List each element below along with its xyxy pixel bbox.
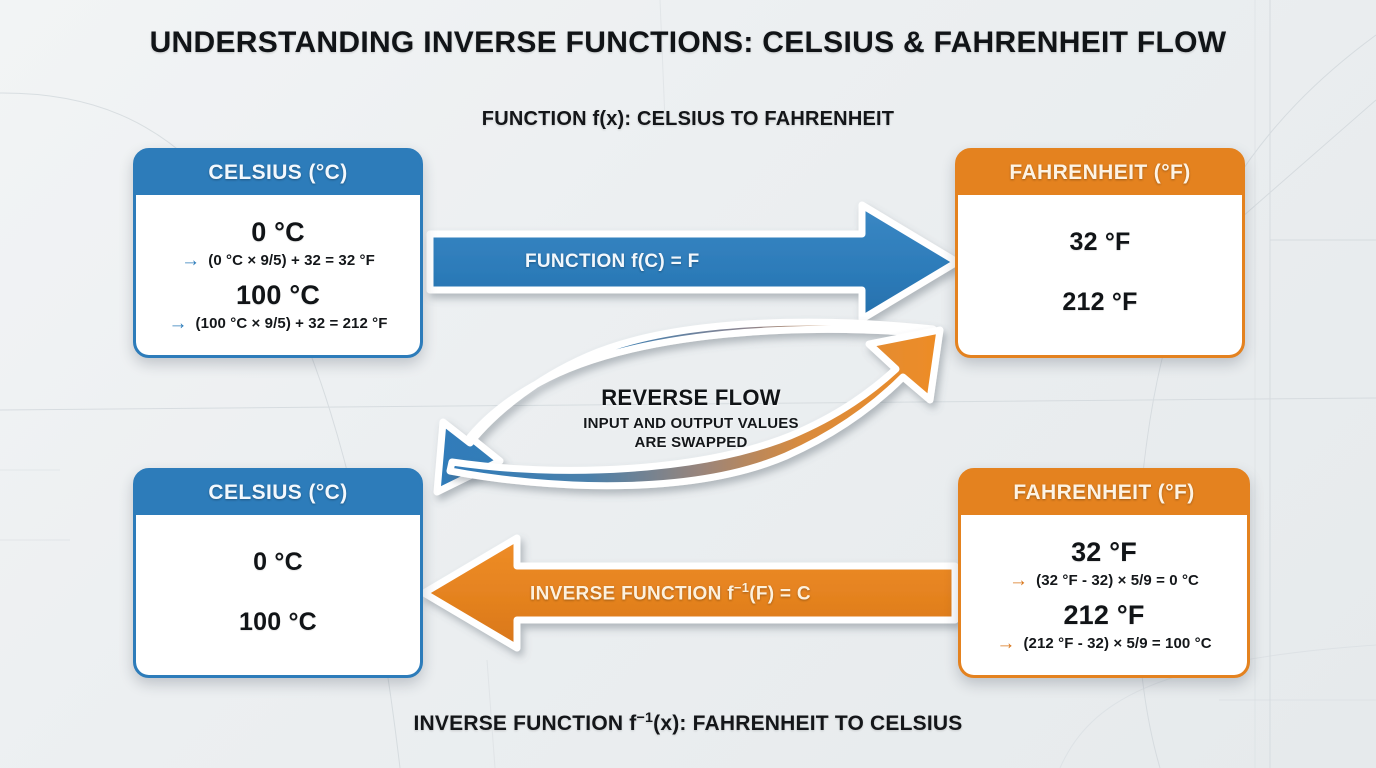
inverse-section-caption: INVERSE FUNCTION f−1(x): FAHRENHEIT TO C…	[0, 710, 1376, 736]
reverse-flow-title: REVERSE FLOW	[601, 385, 781, 410]
arrow-right-icon: →	[1008, 570, 1029, 591]
reverse-flow-line2: ARE SWAPPED	[634, 433, 748, 451]
card-header-celsius-bottom: CELSIUS (°C)	[136, 471, 420, 515]
temperature-value: 212 °F	[1062, 288, 1138, 317]
card-celsius-input[interactable]: CELSIUS (°C) 0 °C → (0 °C × 9/5) + 32 = …	[133, 148, 423, 358]
temperature-value: 100 °C	[235, 280, 321, 310]
formula-text: (32 °F - 32) × 5/9 = 0 °C	[1036, 572, 1199, 589]
card-fahrenheit-input[interactable]: FAHRENHEIT (°F) 32 °F → (32 °F - 32) × 5…	[958, 468, 1250, 678]
temperature-value: 32 °F	[1069, 228, 1131, 257]
list-item: 0 °C	[146, 548, 410, 578]
temperature-value: 100 °C	[239, 608, 317, 637]
conversion-formula: → (0 °C × 9/5) + 32 = 32 °F	[146, 251, 410, 270]
forward-arrow-label: FUNCTION f(C) = F	[525, 251, 700, 272]
inverse-arrow-label: INVERSE FUNCTION f−1(F) = C	[530, 580, 811, 605]
arrow-right-icon: →	[181, 250, 201, 271]
inverse-label-pre: INVERSE FUNCTION f	[530, 583, 734, 605]
list-item: 0 °C → (0 °C × 9/5) + 32 = 32 °F	[146, 217, 410, 270]
reverse-flow-line1: INPUT AND OUTPUT VALUES	[583, 415, 799, 432]
conversion-formula: → (212 °F - 32) × 5/9 = 100 °C	[971, 634, 1237, 653]
temperature-value: 212 °F	[1063, 600, 1145, 630]
inverse-label-post: (F) = C	[749, 583, 811, 605]
formula-text: (100 °C × 9/5) + 32 = 212 °F	[195, 314, 388, 332]
card-body-celsius-top: 0 °C → (0 °C × 9/5) + 32 = 32 °F 100 °C …	[136, 195, 420, 355]
arrow-right-icon: →	[996, 632, 1016, 654]
inverse-label-superscript: −1	[733, 580, 750, 595]
formula-text: (212 °F - 32) × 5/9 = 100 °C	[1023, 634, 1212, 652]
list-item: 32 °F → (32 °F - 32) × 5/9 = 0 °C	[971, 537, 1237, 590]
card-body-fahrenheit-bottom: 32 °F → (32 °F - 32) × 5/9 = 0 °C 212 °F…	[961, 515, 1247, 675]
caption-post: (x): FAHRENHEIT TO CELSIUS	[653, 712, 963, 735]
card-body-fahrenheit-top: 32 °F 212 °F	[958, 195, 1242, 355]
reverse-flow-description: INPUT AND OUTPUT VALUES ARE SWAPPED	[511, 415, 871, 453]
caption-superscript: −1	[636, 710, 654, 726]
card-header-fahrenheit-top: FAHRENHEIT (°F)	[958, 151, 1242, 195]
card-body-celsius-bottom: 0 °C 100 °C	[136, 515, 420, 675]
arrow-right-icon: →	[168, 312, 188, 334]
card-fahrenheit-output[interactable]: FAHRENHEIT (°F) 32 °F 212 °F	[955, 148, 1245, 358]
list-item: 212 °F	[968, 288, 1232, 318]
forward-section-subtitle: FUNCTION f(x): CELSIUS TO FAHRENHEIT	[481, 108, 895, 130]
list-item: 100 °C	[146, 608, 410, 638]
conversion-formula: → (32 °F - 32) × 5/9 = 0 °C	[971, 571, 1237, 590]
temperature-value: 0 °C	[253, 548, 303, 577]
caption-pre: INVERSE FUNCTION f	[413, 712, 637, 735]
formula-text: (0 °C × 9/5) + 32 = 32 °F	[208, 252, 375, 269]
list-item: 32 °F	[968, 228, 1232, 258]
card-header-celsius-top: CELSIUS (°C)	[136, 151, 420, 195]
list-item: 212 °F → (212 °F - 32) × 5/9 = 100 °C	[971, 600, 1237, 653]
temperature-value: 0 °C	[251, 217, 305, 248]
conversion-formula: → (100 °C × 9/5) + 32 = 212 °F	[146, 314, 410, 333]
temperature-value: 32 °F	[1071, 537, 1137, 568]
page-title: UNDERSTANDING INVERSE FUNCTIONS: CELSIUS…	[149, 26, 1227, 59]
card-header-fahrenheit-bottom: FAHRENHEIT (°F)	[961, 471, 1247, 515]
list-item: 100 °C → (100 °C × 9/5) + 32 = 212 °F	[146, 280, 410, 333]
card-celsius-output[interactable]: CELSIUS (°C) 0 °C 100 °C	[133, 468, 423, 678]
